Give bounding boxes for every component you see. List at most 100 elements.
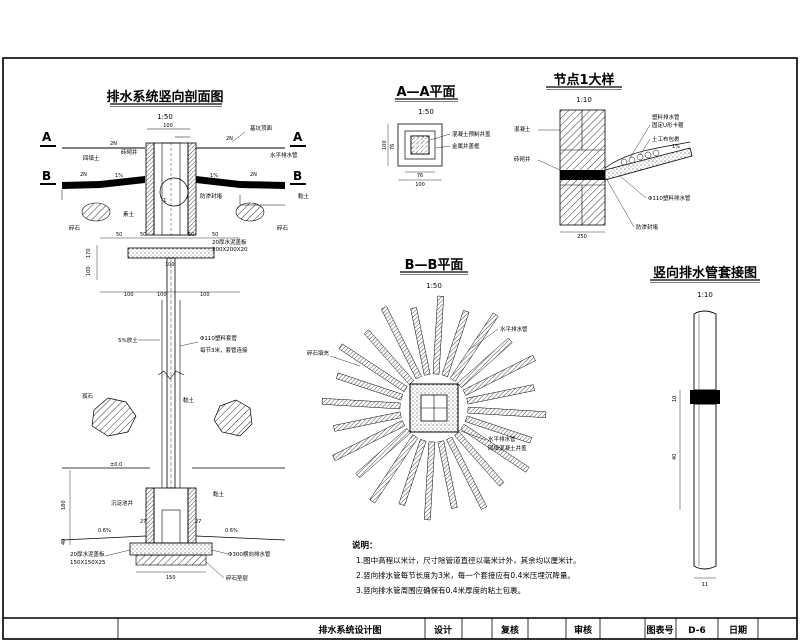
svg-text:碎石填充: 碎石填充	[307, 349, 330, 357]
note-3: 3.竖向排水管周围应确保有0.4米厚度的粘土包裹。	[356, 585, 525, 595]
svg-text:砖砌井: 砖砌井	[514, 155, 531, 163]
radial-drain-pipe	[437, 440, 458, 509]
radial-drain-pipe	[424, 441, 436, 521]
node-detail: 节点1大样 1:10 混凝土 砖砌井 塑料排水管 固定U形卡箍 土工布包裹 1%…	[514, 72, 693, 240]
svg-text:碎石: 碎石	[69, 224, 81, 232]
shaft-wall-left	[145, 142, 155, 236]
svg-text:50: 50	[116, 232, 122, 238]
radial-drain-pipe	[432, 295, 444, 375]
radial-drain-pipe	[321, 398, 401, 410]
tb-design: 设计	[434, 624, 452, 636]
svg-text:±0.0: ±0.0	[110, 462, 122, 468]
tb-drawing-no: D-6	[688, 626, 706, 636]
svg-text:1%: 1%	[210, 173, 218, 179]
notes-head: 说明：	[352, 540, 378, 551]
node-wall	[559, 109, 606, 226]
joint-diagram: 竖向排水管套接图 1:10 10 40 11	[650, 265, 760, 588]
svg-text:2N: 2N	[80, 172, 87, 178]
svg-text:40: 40	[672, 454, 678, 460]
svg-text:50: 50	[212, 232, 218, 238]
label-boulder: 孤石	[82, 392, 94, 400]
tb-date-label: 日期	[729, 624, 747, 636]
svg-text:防渗封堵: 防渗封堵	[636, 223, 659, 231]
tb-review: 复核	[500, 624, 519, 636]
sump-wall-right	[187, 487, 197, 544]
dim-top: 100	[163, 123, 173, 129]
boulder-left	[91, 397, 137, 437]
joint-socket	[690, 390, 720, 404]
svg-text:100: 100	[415, 182, 425, 188]
svg-text:碎石垫层: 碎石垫层	[226, 574, 249, 582]
joint-upper-pipe	[693, 310, 717, 391]
label-slope-note: 5%放土	[118, 336, 138, 344]
radial-drain-pipe	[460, 423, 530, 473]
radial-drain-pipe	[457, 337, 513, 389]
svg-text:砖砌井: 砖砌井	[121, 148, 138, 156]
svg-text:2N: 2N	[226, 136, 233, 142]
svg-text:1:50: 1:50	[426, 282, 442, 290]
section-mark-a: A	[42, 130, 52, 144]
section-mark-b: B	[42, 169, 51, 183]
radial-drain-pipe	[441, 309, 470, 378]
gravel-blob-right	[235, 202, 265, 222]
svg-text:1:10: 1:10	[697, 291, 713, 299]
title-block: 排水系统设计图 设计 复核 审核 图表号 D-6 日期	[3, 617, 797, 639]
bottom-cover	[129, 542, 213, 556]
radial-drain-pipe	[467, 406, 547, 418]
svg-text:混凝土: 混凝土	[514, 125, 531, 133]
bb-plan: B—B平面 1:50 水平排水管 碎石填充 水平排水管 回填混凝土井盖	[307, 258, 547, 521]
svg-text:1%: 1%	[115, 173, 123, 179]
drain-layer-left	[62, 176, 145, 189]
svg-text:黏土: 黏土	[213, 490, 225, 498]
svg-text:水平排水管: 水平排水管	[500, 325, 528, 333]
radial-drain-pipe	[398, 438, 427, 507]
tb-drawing-no-label: 图表号	[646, 624, 673, 636]
svg-text:塑料排水管: 塑料排水管	[652, 113, 680, 121]
label-bottom-pipe: Φ300横向排水管	[228, 550, 271, 558]
radial-drain-pipes	[321, 295, 547, 521]
svg-text:100: 100	[157, 292, 167, 298]
note-1: 1.图中高程以米计，尺寸除管道直径以毫米计外，其余均以厘米计。	[356, 555, 581, 565]
svg-text:固定U形卡箍: 固定U形卡箍	[652, 121, 684, 129]
shaft-wall-right	[187, 142, 197, 236]
main-section-title: 排水系统竖向剖面图	[106, 89, 223, 105]
svg-text:170: 170	[86, 248, 92, 258]
tb-check: 审核	[574, 624, 592, 636]
svg-text:27: 27	[140, 519, 146, 525]
svg-text:27: 27	[195, 519, 201, 525]
gravel-blob-left	[81, 202, 111, 222]
radial-drain-pipe	[332, 420, 406, 462]
label-cover-plate: 20厚水泥盖板	[212, 238, 247, 246]
drain-layer-right	[196, 176, 285, 189]
svg-text:黏土: 黏土	[298, 192, 310, 200]
node-1-marker	[159, 177, 189, 207]
svg-text:100: 100	[165, 262, 175, 268]
svg-text:碎石: 碎石	[277, 224, 289, 232]
svg-text:回填混凝土井盖: 回填混凝土井盖	[488, 444, 527, 452]
svg-text:Φ110塑料排水管: Φ110塑料排水管	[648, 194, 691, 202]
notes-block: 说明： 1.图中高程以米计，尺寸除管道直径以毫米计外，其余均以厘米计。 2.竖向…	[352, 540, 581, 595]
aa-outer-box	[397, 123, 443, 167]
boulder-right	[213, 399, 253, 437]
radial-drain-pipe	[410, 307, 431, 376]
svg-text:100: 100	[124, 292, 134, 298]
svg-text:1:50: 1:50	[418, 108, 434, 116]
svg-text:1: 1	[163, 198, 167, 204]
main-section: 排水系统竖向剖面图 1:50 100 A A B B 2N 2N 基坑顶面 回填…	[40, 89, 310, 582]
svg-text:黏土: 黏土	[183, 396, 195, 404]
svg-text:每节3米，套管连接: 每节3米，套管连接	[200, 346, 248, 354]
joint-title: 竖向排水管套接图	[653, 265, 757, 281]
radial-drain-pipe	[355, 427, 411, 479]
svg-text:50: 50	[188, 232, 194, 238]
node-pipe	[604, 147, 693, 181]
main-section-scale: 1:50	[157, 113, 173, 121]
svg-text:250: 250	[577, 234, 587, 240]
svg-text:10: 10	[672, 396, 678, 402]
gravel-bed	[135, 554, 207, 566]
svg-text:混凝土预制井盖: 混凝土预制井盖	[452, 130, 491, 138]
drawing-name: 排水系统设计图	[318, 624, 381, 636]
svg-text:土工布包裹: 土工布包裹	[652, 135, 680, 143]
section-mark-b-right: B	[293, 169, 302, 183]
radial-drain-pipe	[380, 306, 422, 380]
